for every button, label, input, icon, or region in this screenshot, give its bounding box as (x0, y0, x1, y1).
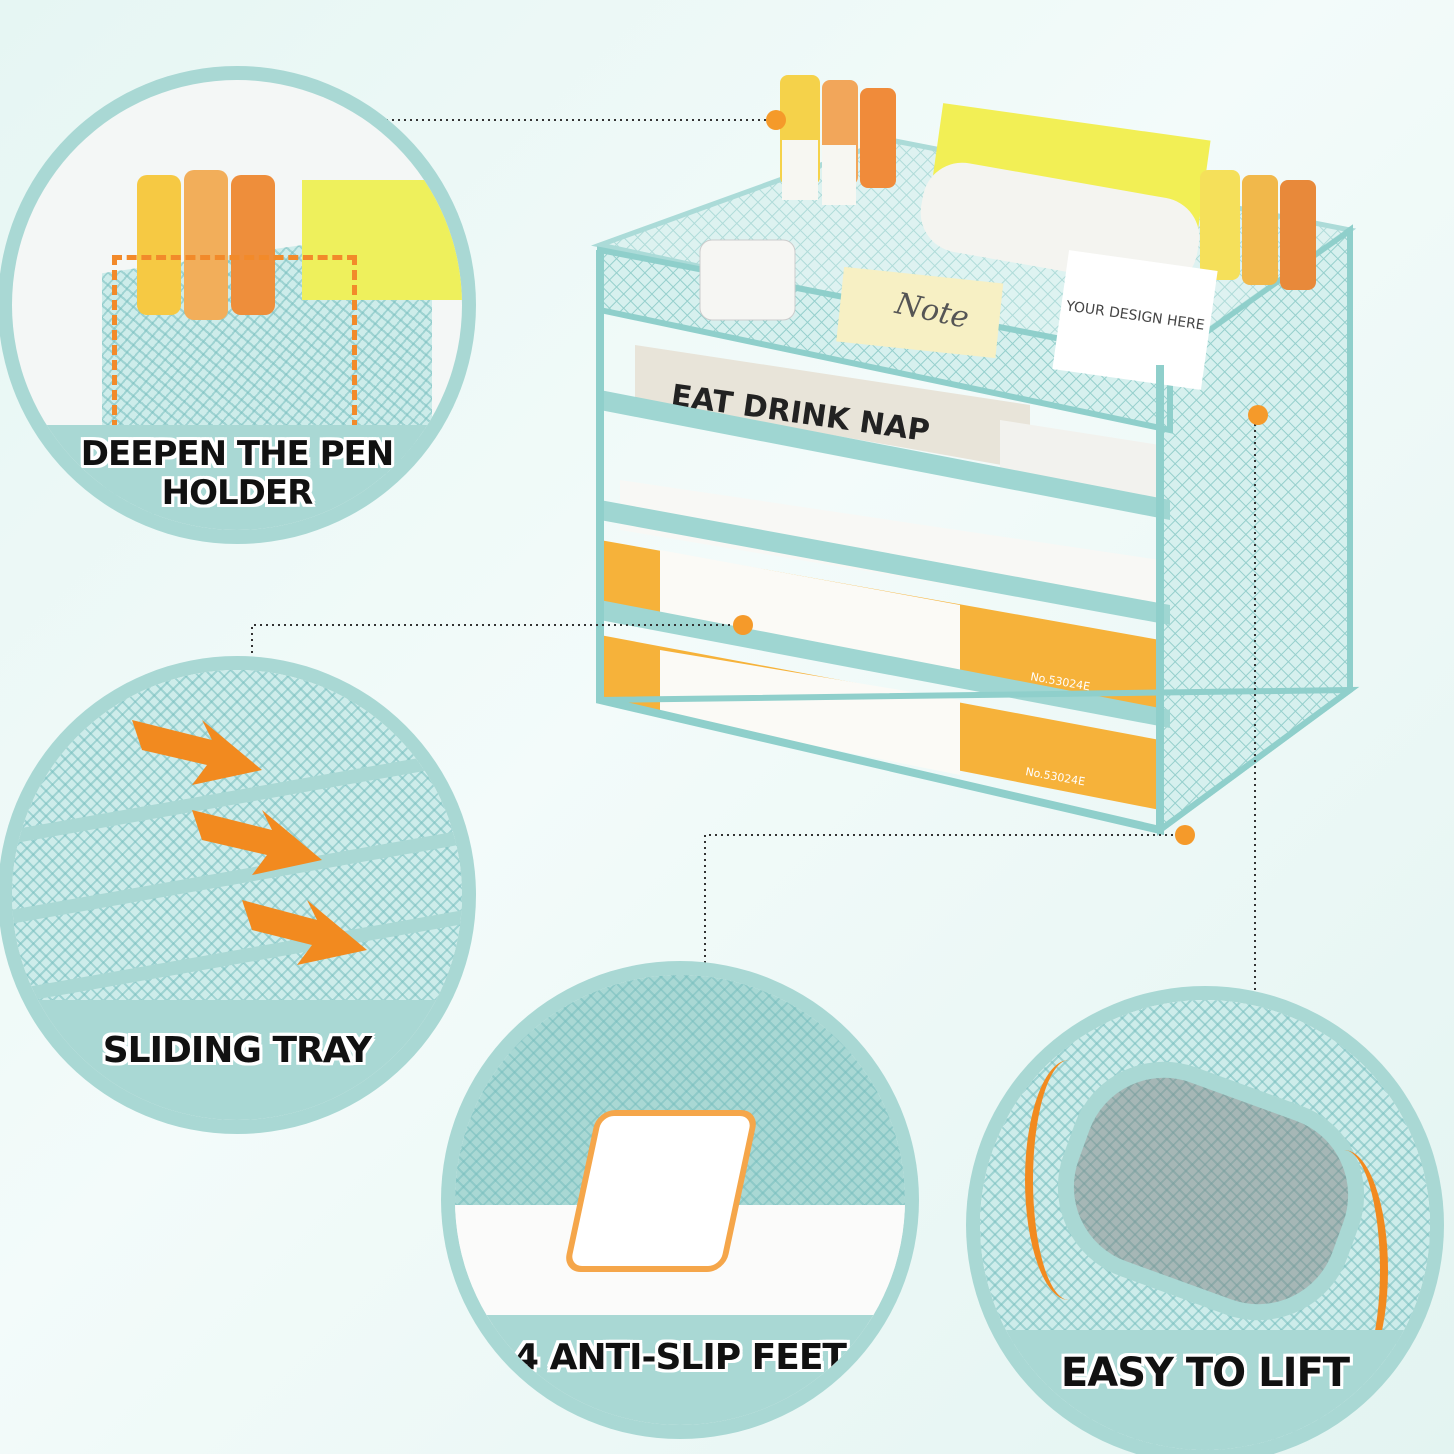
callout-anti-slip: 4 ANTI-SLIP FEET (455, 975, 905, 1425)
label-pen-holder: DEEPEN THE PEN HOLDER (12, 425, 462, 530)
label-easy-lift: EASY TO LIFT (980, 1330, 1430, 1450)
marker-dot-3 (1175, 825, 1195, 845)
marker-dot-2 (733, 615, 753, 635)
callout-easy-lift: EASY TO LIFT (980, 1000, 1430, 1450)
anti-slip-foot-icon (562, 1110, 760, 1272)
marker-dot-4 (1248, 405, 1268, 425)
label-sliding-tray: SLIDING TRAY (12, 1000, 462, 1120)
markers-left (780, 75, 896, 205)
callout-pen-holder: DEEPEN THE PEN HOLDER (12, 80, 462, 530)
callout-sliding-tray: SLIDING TRAY (12, 670, 462, 1120)
marker-dot-1 (766, 110, 786, 130)
desk-organizer-illustration: Note YOUR DESIGN HERE EAT DRINK NAP No.5… (590, 75, 1360, 836)
arrow-icons (132, 720, 367, 965)
lift-arc-left (1025, 1060, 1113, 1300)
label-anti-slip: 4 ANTI-SLIP FEET (455, 1315, 905, 1425)
lift-arc-right (1300, 1150, 1388, 1390)
